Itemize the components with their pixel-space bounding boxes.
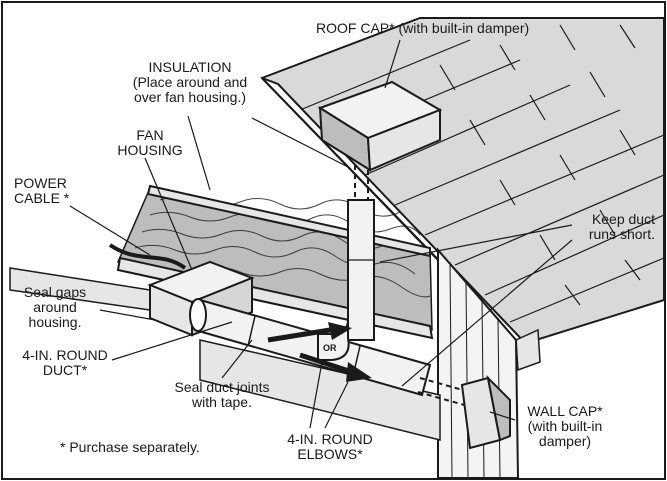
- wall-cap-label-line: (with built-in: [527, 418, 603, 434]
- footnote: * Purchase separately.: [60, 439, 200, 455]
- fan-housing-label: FAN HOUSING: [95, 128, 205, 158]
- power-cable-label-line: POWER: [14, 175, 67, 191]
- fan-housing-label-line: HOUSING: [117, 142, 183, 158]
- power-cable-line: [108, 243, 187, 270]
- wall-cap-label: WALL CAP* (with built-in damper): [510, 404, 620, 449]
- roof-cap-shape: [317, 80, 443, 172]
- power-cable-label-line: CABLE *: [14, 190, 70, 206]
- power-cable-label: POWER CABLE *: [14, 176, 69, 206]
- seal-joints-label-line: Seal duct joints: [174, 379, 270, 395]
- round-duct-label-line: DUCT*: [42, 362, 88, 378]
- insulation-label-line: (Place around and: [132, 74, 248, 90]
- round-duct: [189, 298, 432, 397]
- seal-joints-label-line: with tape.: [192, 394, 252, 410]
- keep-duct-label-line: Keep duct: [591, 211, 655, 227]
- airflow-arrows: [267, 322, 372, 382]
- fan-housing-label-line: FAN: [136, 127, 164, 143]
- seal-gaps-label-line: housing.: [28, 314, 82, 330]
- insulation-label-line: over fan housing.): [133, 89, 247, 105]
- or-marker: OR: [323, 343, 337, 353]
- seal-joints-label: Seal duct joints with tape.: [152, 380, 292, 410]
- elbows-label: 4-IN. ROUND ELBOWS*: [270, 432, 390, 462]
- seal-gaps-label-line: Seal gaps: [23, 284, 87, 300]
- round-duct-label: 4-IN. ROUND DUCT*: [10, 348, 120, 378]
- insulation-label: INSULATION (Place around and over fan ho…: [110, 60, 270, 105]
- wall-cap-label-line: WALL CAP*: [527, 403, 603, 419]
- roof-cap-label: ROOF CAP* (with built-in damper): [316, 20, 530, 36]
- elbows-label-line: 4-IN. ROUND: [287, 431, 373, 447]
- leader-lines: [69, 39, 573, 429]
- keep-duct-label-line: runs short.: [588, 226, 655, 242]
- seal-gaps-label-line: around: [33, 299, 77, 315]
- guide-dashes: [354, 165, 471, 407]
- keep-duct-label: Keep duct runs short.: [560, 212, 655, 242]
- wall-cap-shape: [460, 374, 511, 450]
- elbows-label-line: ELBOWS*: [297, 446, 363, 462]
- round-duct-label-line: 4-IN. ROUND: [22, 347, 108, 363]
- seal-gaps-label: Seal gaps around housing.: [10, 285, 100, 330]
- insulation-label-line: INSULATION: [148, 59, 232, 75]
- wall-cap-label-line: damper): [538, 433, 592, 449]
